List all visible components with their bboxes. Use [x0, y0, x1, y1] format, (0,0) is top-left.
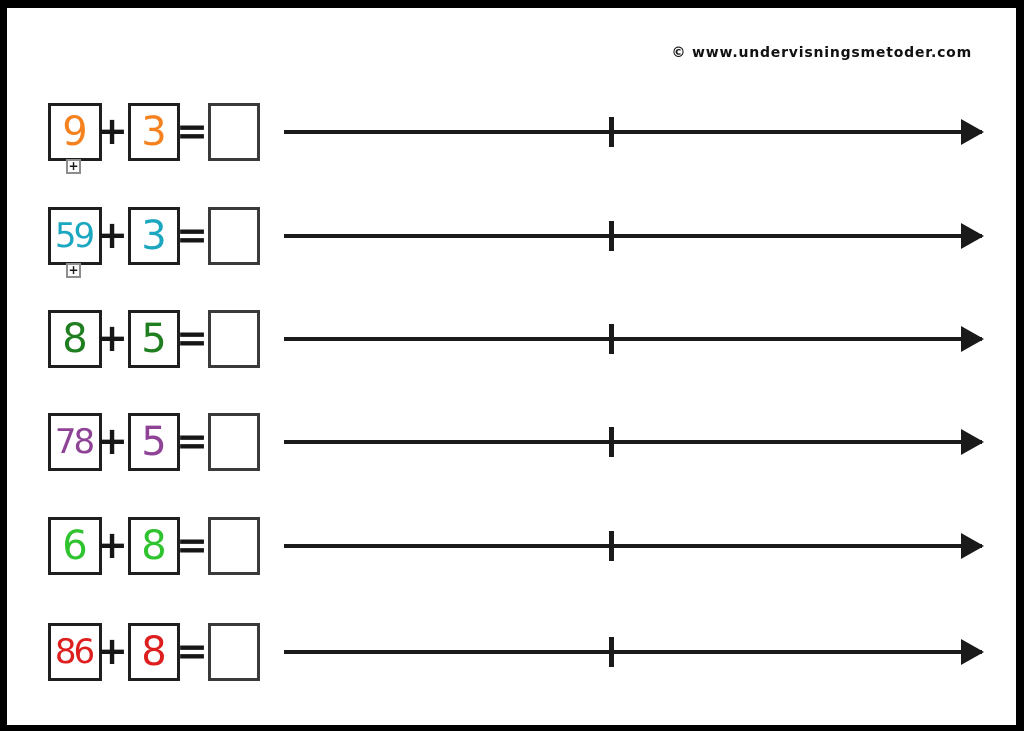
arrowhead-icon	[961, 223, 984, 249]
plus-sign: +	[96, 316, 128, 360]
addend2-box: 3	[128, 207, 180, 265]
addend2-box: 3	[128, 103, 180, 161]
problem-row: 78 + 5 =	[7, 413, 1016, 473]
problem-row: 86 + 8 =	[7, 623, 1016, 683]
addend1-box: 86	[48, 623, 102, 681]
equals-sign: =	[176, 109, 208, 153]
problem-row: 9 + 3 = +	[7, 103, 1016, 174]
worksheet-page: © www.undervisningsmetoder.com 9 + 3 = +…	[7, 8, 1016, 725]
expand-icon[interactable]: +	[66, 263, 81, 278]
addend2-value: 3	[141, 213, 167, 259]
midpoint-tick-icon	[609, 427, 615, 457]
addend1-box: 9	[48, 103, 102, 161]
answer-box[interactable]	[208, 517, 260, 575]
addend1-box: 59	[48, 207, 102, 265]
number-line	[284, 221, 984, 251]
answer-box[interactable]	[208, 310, 260, 368]
addend1-value: 86	[54, 632, 95, 672]
expand-icon[interactable]: +	[66, 159, 81, 174]
addend1-value: 8	[62, 316, 88, 362]
addend1-value: 59	[54, 216, 95, 256]
copyright-credit: © www.undervisningsmetoder.com	[671, 45, 972, 61]
plus-sign: +	[96, 523, 128, 567]
problem-row: 8 + 5 =	[7, 310, 1016, 370]
answer-box[interactable]	[208, 207, 260, 265]
arrowhead-icon	[961, 429, 984, 455]
arrowhead-icon	[961, 533, 984, 559]
addend1-box: 8	[48, 310, 102, 368]
addend2-value: 8	[141, 523, 167, 569]
plus-sign: +	[96, 213, 128, 257]
problem-row: 59 + 3 = +	[7, 207, 1016, 278]
midpoint-tick-icon	[609, 531, 615, 561]
plus-sign: +	[96, 109, 128, 153]
plus-sign: +	[96, 629, 128, 673]
addend2-value: 8	[141, 629, 167, 675]
addend1-box: 78	[48, 413, 102, 471]
addend2-value: 5	[141, 419, 167, 465]
arrowhead-icon	[961, 119, 984, 145]
arrowhead-icon	[961, 639, 984, 665]
addend2-box: 8	[128, 517, 180, 575]
number-line	[284, 117, 984, 147]
number-line	[284, 324, 984, 354]
number-line	[284, 427, 984, 457]
answer-box[interactable]	[208, 413, 260, 471]
equals-sign: =	[176, 419, 208, 463]
equals-sign: =	[176, 629, 208, 673]
problem-row: 6 + 8 =	[7, 517, 1016, 577]
equals-sign: =	[176, 316, 208, 360]
midpoint-tick-icon	[609, 221, 615, 251]
number-line	[284, 531, 984, 561]
equals-sign: =	[176, 213, 208, 257]
addend2-box: 5	[128, 310, 180, 368]
midpoint-tick-icon	[609, 324, 615, 354]
answer-box[interactable]	[208, 623, 260, 681]
equals-sign: =	[176, 523, 208, 567]
number-line	[284, 637, 984, 667]
midpoint-tick-icon	[609, 117, 615, 147]
addend2-box: 5	[128, 413, 180, 471]
addend2-value: 5	[141, 316, 167, 362]
addend2-value: 3	[141, 109, 167, 155]
arrowhead-icon	[961, 326, 984, 352]
plus-sign: +	[96, 419, 128, 463]
addend2-box: 8	[128, 623, 180, 681]
answer-box[interactable]	[208, 103, 260, 161]
midpoint-tick-icon	[609, 637, 615, 667]
addend1-value: 6	[62, 523, 88, 569]
addend1-value: 78	[54, 422, 95, 462]
addend1-value: 9	[62, 109, 88, 155]
addend1-box: 6	[48, 517, 102, 575]
